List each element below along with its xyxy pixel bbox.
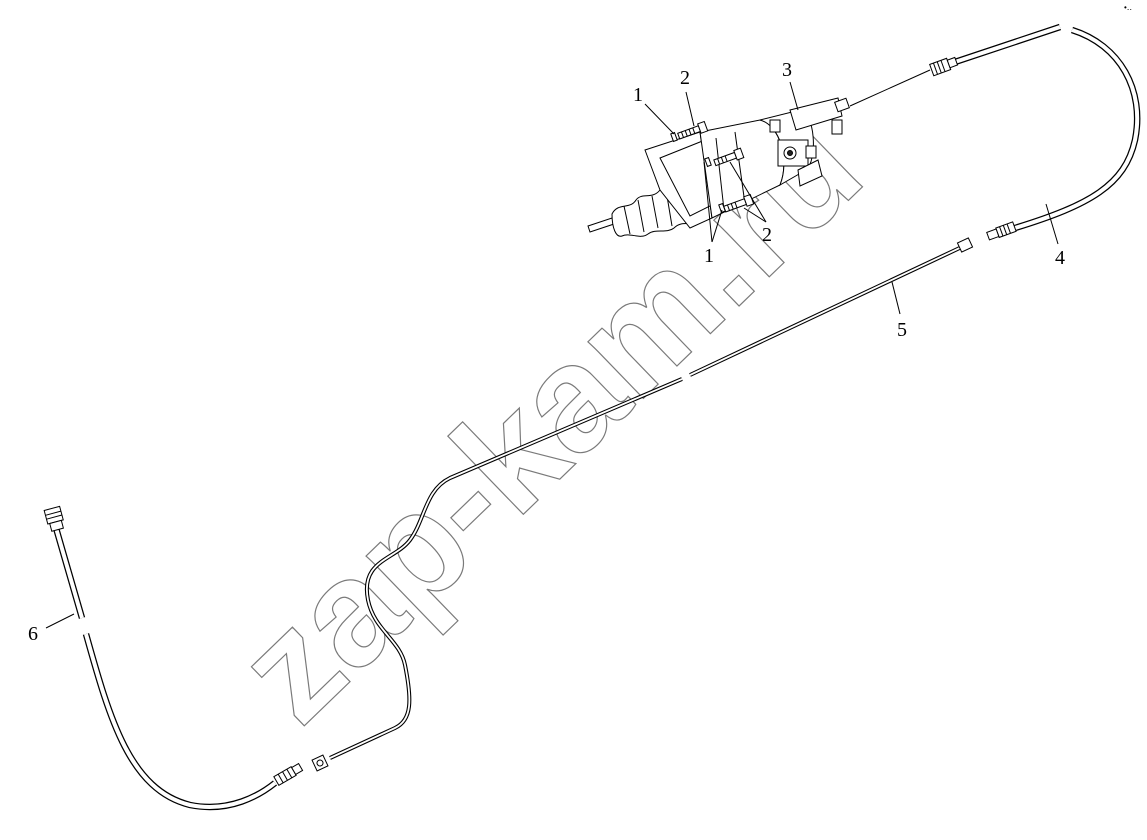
clutch-booster [587,97,850,237]
pipe-5-top-nut [956,237,974,253]
hose-4-top-fitting [929,56,959,77]
callout-2-bottom: 2 [762,224,772,246]
leader-lines [45,81,1059,629]
bolt-2-top [677,120,709,140]
hose-4 [929,23,1141,241]
callout-3: 3 [782,59,792,81]
hose-6-bottom-fitting [273,762,304,787]
watermark: zap-kam.ru [205,81,893,753]
bolt-2-middle [713,147,745,167]
callout-2-top: 2 [680,67,690,89]
watermark-text: zap-kam.ru [206,82,892,753]
hose-4-bottom-fitting [986,221,1017,241]
washer-1-bottom [718,202,726,214]
corner-mark: •‥ [1124,3,1132,12]
pipe-5-bottom-nut [311,754,329,772]
callout-1-top: 1 [633,84,643,106]
callout-1-bottom: 1 [704,245,714,267]
hose-6 [43,505,304,811]
hose-6-top-fitting [43,505,64,532]
callout-6: 6 [28,623,38,645]
pipe-5 [311,237,974,772]
washer-1-middle [704,156,712,168]
callouts: 1 2 3 1 2 4 5 6 [28,59,1065,645]
cylinder-feed-line [849,69,931,107]
callout-4: 4 [1055,247,1065,269]
callout-5: 5 [897,319,907,341]
